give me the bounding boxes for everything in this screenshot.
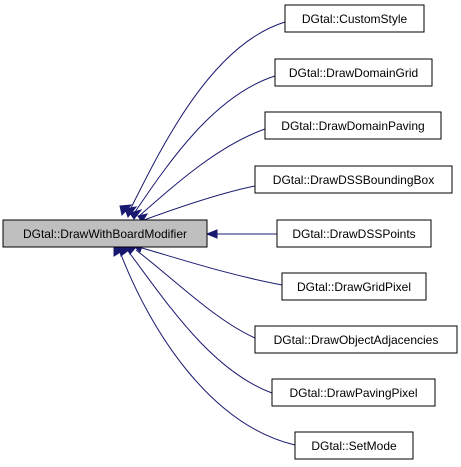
class-label-drawdsspoints: DGtal::DrawDSSPoints — [292, 227, 415, 241]
edge-drawgridpixel — [141, 247, 283, 286]
class-box-drawpavingpixel — [271, 378, 436, 407]
class-node-drawdsspoints[interactable]: DGtal::DrawDSSPoints — [276, 219, 432, 248]
class-label-customstyle: DGtal::CustomStyle — [302, 12, 408, 26]
edge-drawpavingpixel — [127, 250, 273, 394]
arrowhead-drawdomainpaving — [129, 209, 143, 220]
edge-drawobjectadjacencies — [135, 249, 256, 339]
class-label-drawdomaingrid: DGtal::DrawDomainGrid — [289, 66, 418, 80]
class-box-drawobjectadjacencies — [254, 325, 458, 354]
edge-setmode — [119, 251, 296, 446]
edge-drawdomaingrid — [132, 75, 276, 216]
class-node-customstyle[interactable]: DGtal::CustomStyle — [284, 4, 425, 33]
class-label-drawwithboardmodifier: DGtal::DrawWithBoardModifier — [23, 227, 187, 241]
class-node-drawgridpixel[interactable]: DGtal::DrawGridPixel — [281, 272, 427, 301]
class-box-drawdssboundingbox — [254, 165, 453, 194]
edge-drawdomainpaving — [137, 128, 266, 218]
class-label-drawdssboundingbox: DGtal::DrawDSSBoundingBox — [273, 173, 434, 187]
class-node-setmode[interactable]: DGtal::SetMode — [294, 431, 414, 460]
class-label-setmode: DGtal::SetMode — [311, 439, 397, 453]
class-node-drawdomaingrid[interactable]: DGtal::DrawDomainGrid — [274, 58, 433, 87]
arrowhead-drawdsspoints — [205, 229, 218, 239]
arrowhead-drawdssboundingbox — [137, 213, 149, 223]
class-box-drawdomaingrid — [274, 58, 433, 87]
class-node-drawdomainpaving[interactable]: DGtal::DrawDomainPaving — [264, 111, 442, 140]
class-node-drawpavingpixel[interactable]: DGtal::DrawPavingPixel — [271, 378, 436, 407]
class-label-drawpavingpixel: DGtal::DrawPavingPixel — [289, 386, 417, 400]
class-label-drawgridpixel: DGtal::DrawGridPixel — [297, 280, 411, 294]
class-box-drawdomainpaving — [264, 111, 442, 140]
class-node-drawwithboardmodifier[interactable]: DGtal::DrawWithBoardModifier — [2, 219, 208, 248]
class-box-setmode — [294, 431, 414, 460]
class-label-drawdomainpaving: DGtal::DrawDomainPaving — [281, 119, 424, 133]
derived-class-nodes: DGtal::CustomStyle DGtal::DrawDomainGrid… — [254, 4, 458, 460]
edge-drawdssboundingbox — [143, 185, 256, 221]
inheritance-edges — [119, 21, 296, 446]
class-box-drawwithboardmodifier — [2, 219, 208, 248]
class-box-customstyle — [284, 4, 425, 33]
class-box-drawdsspoints — [276, 219, 432, 248]
class-node-drawobjectadjacencies[interactable]: DGtal::DrawObjectAdjacencies — [254, 325, 458, 354]
class-label-drawobjectadjacencies: DGtal::DrawObjectAdjacencies — [274, 333, 439, 347]
class-node-drawdssboundingbox[interactable]: DGtal::DrawDSSBoundingBox — [254, 165, 453, 194]
class-box-drawgridpixel — [281, 272, 427, 301]
edge-customstyle — [127, 21, 286, 215]
